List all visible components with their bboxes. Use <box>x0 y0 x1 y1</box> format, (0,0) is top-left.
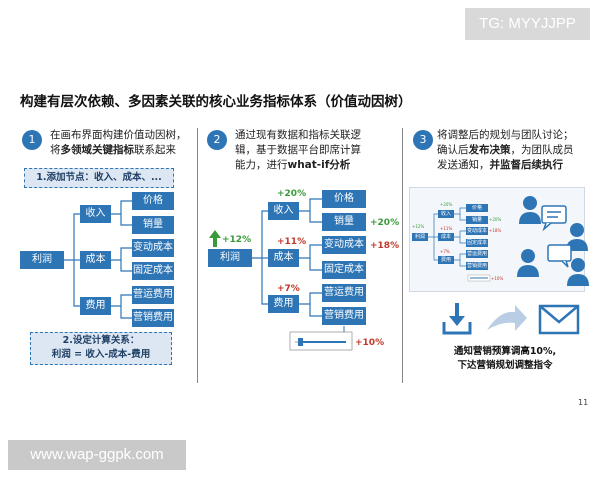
increase-arrow-icon <box>209 230 221 247</box>
mini-node-volume: 销量 <box>466 216 488 224</box>
slider-thumb <box>298 338 303 346</box>
step-3-text: 将调整后的规划与团队讨论； 确认后发布决策，为团队成员 发送通知，并监督后续执行 <box>437 129 574 171</box>
step-number-2: 2 <box>207 130 227 150</box>
page-title: 构建有层次依赖、多因素关联的核心业务指标体系（价值动因树） <box>20 94 412 110</box>
download-icon <box>442 303 472 335</box>
watermark-bottom: www.wap-ggpk.com <box>8 440 186 470</box>
chat-bubble-icon <box>541 205 567 232</box>
tree-node-variable-cost[interactable]: 变动成本 <box>132 239 174 257</box>
tree-node-expense[interactable]: 费用 <box>80 297 111 315</box>
mini-node-marketing-expense: 营销费用 <box>466 262 488 270</box>
root-pct: +12% <box>222 235 252 245</box>
whatif-node-variable-cost[interactable]: 变动成本 <box>322 236 366 254</box>
tree-root-node[interactable]: 利润 <box>20 251 64 269</box>
tree-node-price[interactable]: 价格 <box>132 192 174 210</box>
whatif-node-fixed-cost[interactable]: 固定成本 <box>322 261 366 279</box>
tree-node-income[interactable]: 收入 <box>80 205 111 223</box>
whatif-node-cost[interactable]: 成本 <box>268 249 299 267</box>
tree-node-operating-expense[interactable]: 营运费用 <box>132 286 174 304</box>
mini-node-operating-expense: 营运费用 <box>466 250 488 258</box>
mini-node-cost: 成本 <box>438 233 454 241</box>
mini-pct-income: +20% <box>440 202 453 207</box>
tree-node-marketing-expense[interactable]: 营销费用 <box>132 309 174 327</box>
mini-node-variable-cost: 变动成本 <box>466 227 488 235</box>
person-icon <box>519 196 541 224</box>
mini-node-income: 收入 <box>438 210 454 218</box>
slider-pct: +10% <box>355 338 385 348</box>
tree-node-volume[interactable]: 销量 <box>132 216 174 234</box>
whatif-node-income[interactable]: 收入 <box>268 202 299 220</box>
whatif-root-node[interactable]: 利润 <box>208 249 252 267</box>
mini-pct-expense: +7% <box>440 249 450 254</box>
mini-pct-variable-cost: +18% <box>489 228 502 233</box>
page-number: 11 <box>578 398 589 407</box>
whatif-node-price[interactable]: 价格 <box>322 190 366 208</box>
person-icon <box>517 249 539 277</box>
step-1-text: 在画布界面构建价值动因树， 将多领域关键指标联系起来 <box>50 129 187 156</box>
fee-pct: +7% <box>277 284 300 294</box>
mini-node-fixed-cost: 固定成本 <box>466 239 488 247</box>
whatif-node-operating-expense[interactable]: 营运费用 <box>322 284 366 302</box>
column-divider <box>197 128 198 383</box>
chat-bubble-icon <box>547 244 572 268</box>
mini-pct-root: +12% <box>412 224 425 229</box>
callout-set-relation: 2.设定计算关系： 利润 = 收入-成本-费用 <box>30 332 172 365</box>
volume-pct: +20% <box>370 218 400 228</box>
person-icon <box>567 258 589 286</box>
step-2-text: 通过现有数据和指标关联逻 辑，基于数据平台即席计算 能力，进行what-if分析 <box>235 129 361 171</box>
mini-pct-volume: +20% <box>489 217 502 222</box>
mini-pct-slider: +10% <box>491 276 504 281</box>
mail-icon <box>538 304 580 335</box>
step-number-3: 3 <box>413 130 433 150</box>
column-divider <box>402 128 403 383</box>
whatif-node-expense[interactable]: 费用 <box>268 295 299 313</box>
whatif-node-volume[interactable]: 销量 <box>322 213 366 231</box>
notification-caption: 通知营销预算调高10%, 下达营销规划调整指令 <box>453 346 557 371</box>
income-pct: +20% <box>277 189 307 199</box>
mini-node-price: 价格 <box>466 204 488 212</box>
callout-add-node: 1.添加节点：收入、成本、... <box>24 168 174 188</box>
mini-node-expense: 费用 <box>438 256 454 264</box>
whatif-node-marketing-expense[interactable]: 营销费用 <box>322 307 366 325</box>
variable-cost-pct: +18% <box>370 241 400 251</box>
share-arrow-icon <box>487 305 527 331</box>
mini-root-node: 利润 <box>412 233 428 241</box>
step-number-1: 1 <box>22 130 42 150</box>
tree-node-cost[interactable]: 成本 <box>80 251 111 269</box>
mini-pct-cost: +11% <box>440 226 453 231</box>
watermark-top: TG: MYYJJPP <box>465 8 590 40</box>
cost-pct: +11% <box>277 237 307 247</box>
tree-node-fixed-cost[interactable]: 固定成本 <box>132 262 174 280</box>
